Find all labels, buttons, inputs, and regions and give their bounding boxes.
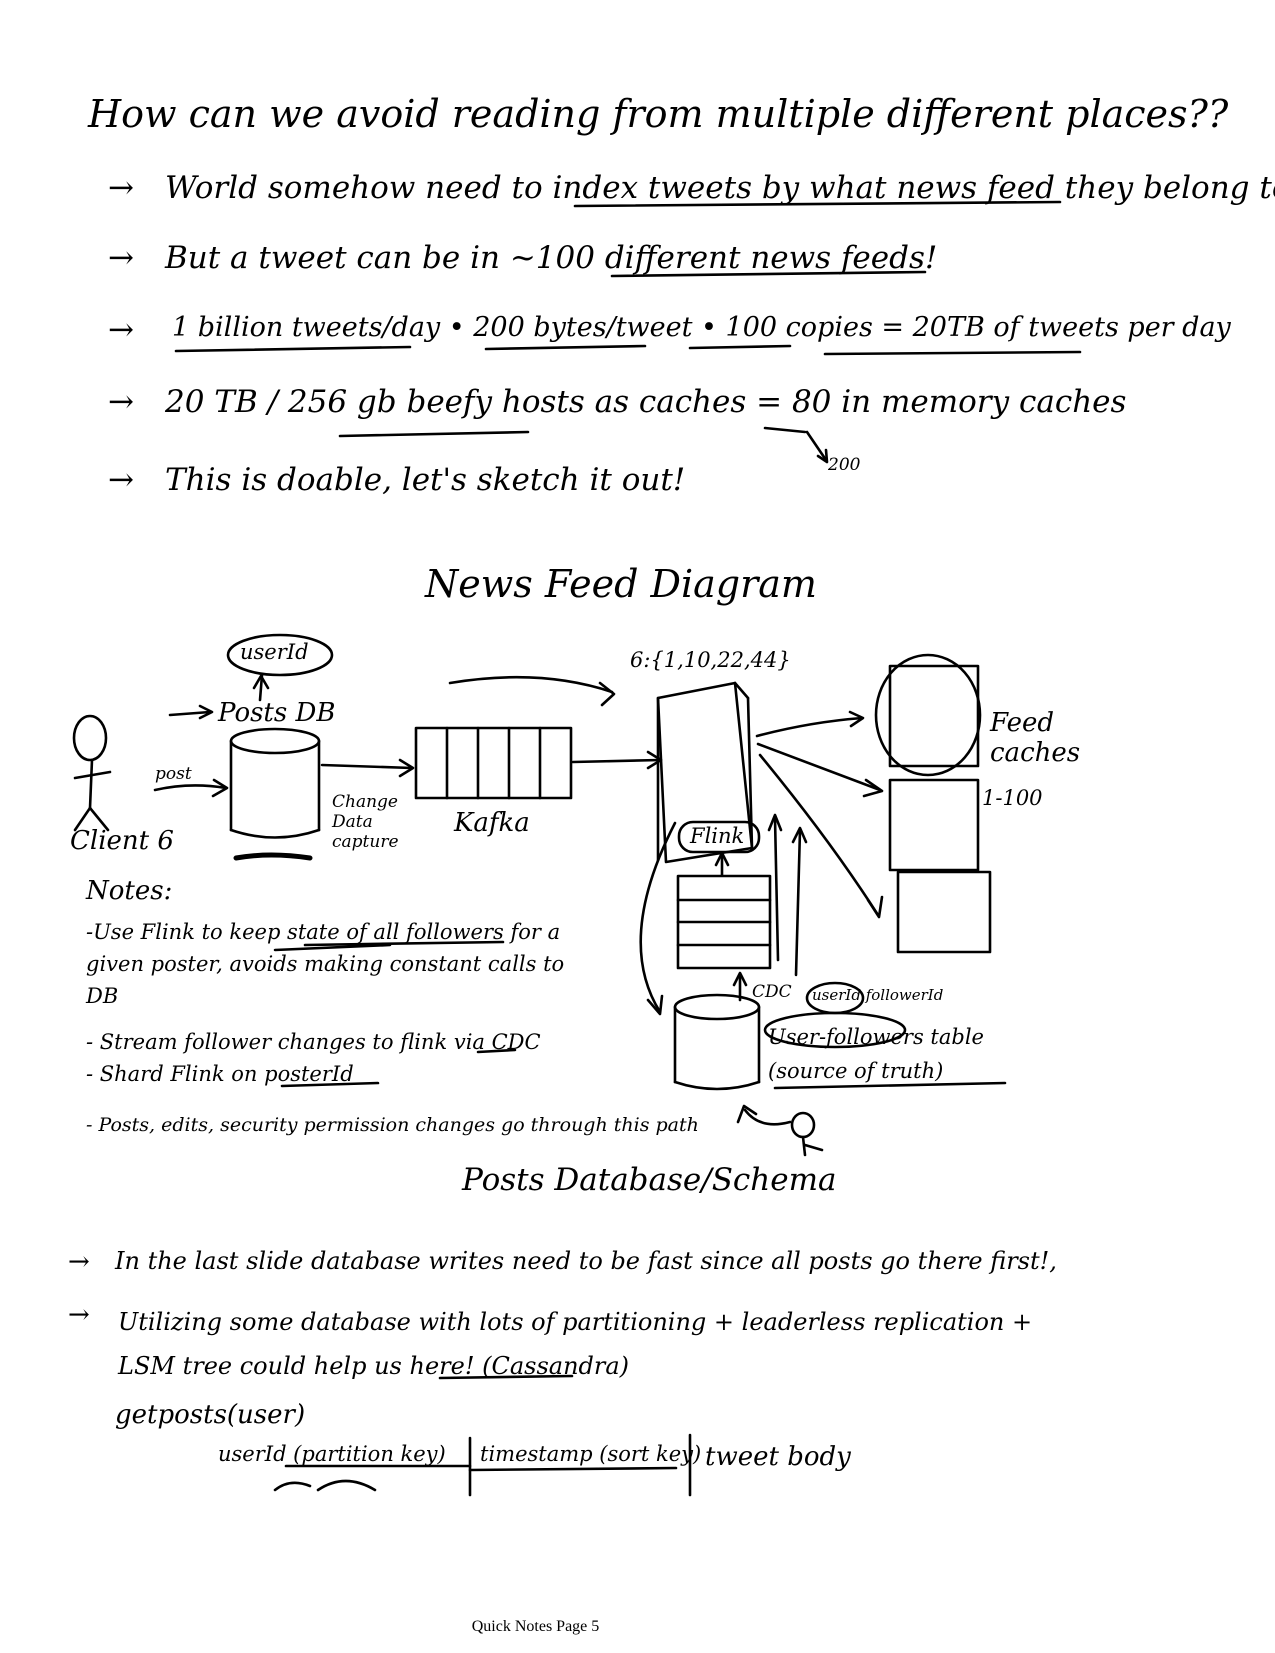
posts-db-cylinder-icon: [229, 727, 321, 861]
bullet-1: World somehow need to index tweets by wh…: [165, 170, 1275, 206]
posts-bullet-arrow-2: →: [68, 1300, 90, 1330]
bullet-arrow-5: →: [108, 462, 134, 498]
user-followers-db-icon: [673, 993, 761, 1091]
bullet-arrow-2: →: [108, 240, 134, 276]
client-stick-figure-icon: [72, 714, 112, 832]
client-label: Client 6: [70, 826, 174, 856]
bullet-5: This is doable, let's sketch it out!: [165, 462, 686, 498]
annotation-200: 200: [828, 455, 861, 475]
note-3: - Shard Flink on posterId: [86, 1062, 354, 1086]
curved-arrow-top: [448, 675, 614, 694]
kafka-label: Kafka: [454, 808, 530, 838]
posts-bullet-arrow-1: →: [68, 1247, 90, 1277]
feed-arrow-2: [756, 742, 882, 792]
notes-heading: Notes:: [86, 876, 173, 906]
underline-1: [573, 200, 1062, 208]
note-4: - Posts, edits, security permission chan…: [86, 1114, 699, 1136]
question-heading: How can we avoid reading from multiple d…: [88, 92, 1229, 136]
posts-db-label: Posts DB: [218, 698, 336, 728]
bullet-3: 1 billion tweets/day • 200 bytes/tweet •…: [172, 312, 1231, 343]
userid-followerid-label: userId followerId: [812, 986, 944, 1004]
feed-arrow-1: [755, 716, 864, 738]
note-2: - Stream follower changes to flink via C…: [86, 1030, 541, 1054]
kafka-queue-icon: [414, 726, 573, 800]
bullet-arrow-3: →: [108, 312, 134, 348]
diagram-title: News Feed Diagram: [425, 562, 817, 606]
user-id-bubble-label: userId: [240, 640, 309, 664]
feed-caches-range: 1-100: [982, 786, 1043, 810]
cdc-small-label: CDC: [752, 982, 792, 1002]
up-arrow-right-1: [773, 816, 780, 962]
posts-bullet-1: In the last slide database writes need t…: [115, 1247, 1057, 1275]
cdc-arrow: [320, 763, 414, 770]
posts-section-title: Posts Database/Schema: [462, 1162, 837, 1198]
note-1: -Use Flink to keep state of all follower…: [86, 920, 565, 1008]
admin-stick-figure-icon: [790, 1111, 824, 1157]
bullet-4: 20 TB / 256 gb beefy hosts as caches = 8…: [165, 384, 1127, 420]
flink-label: Flink: [690, 824, 745, 848]
posts-bullet-2: Utilizing some database with lots of par…: [118, 1308, 1033, 1380]
bullet-2: But a tweet can be in ~100 different new…: [165, 240, 938, 276]
flink-state-label: 6:{1,10,22,44}: [630, 648, 791, 672]
change-data-capture-label: Change Data capture: [332, 792, 399, 852]
kafka-to-flink-arrow: [571, 758, 662, 764]
user-followers-label: User-followers table (source of truth): [768, 1025, 984, 1083]
schema-col-timestamp: timestamp (sort key): [480, 1442, 702, 1466]
post-arrow: [153, 784, 228, 792]
feed-arrow-3: [758, 753, 880, 917]
bullet-arrow-1: →: [108, 170, 134, 206]
follower-queue-icon: [676, 874, 772, 970]
getposts-label: getposts(user): [115, 1400, 306, 1430]
admin-arrow: [743, 1108, 792, 1126]
post-label: post: [155, 764, 192, 784]
feed-cache-boxes-icon: [874, 653, 992, 954]
userid-bubble: [226, 633, 334, 677]
schema-col-tweet-body: tweet body: [705, 1442, 851, 1472]
curved-arrow-left: [639, 821, 677, 1014]
schema-col-userid: userId (partition key): [218, 1442, 446, 1466]
post-arrow-head: [211, 778, 229, 798]
posts-db-label-arrow: [168, 710, 212, 717]
flink-box: [677, 820, 761, 854]
page-footer: Quick Notes Page 5: [0, 1618, 1275, 1636]
feed-caches-label: Feed caches: [990, 708, 1081, 768]
bullet-arrow-4: →: [108, 384, 134, 420]
footer-text: Quick Notes Page 5: [471, 1618, 600, 1635]
